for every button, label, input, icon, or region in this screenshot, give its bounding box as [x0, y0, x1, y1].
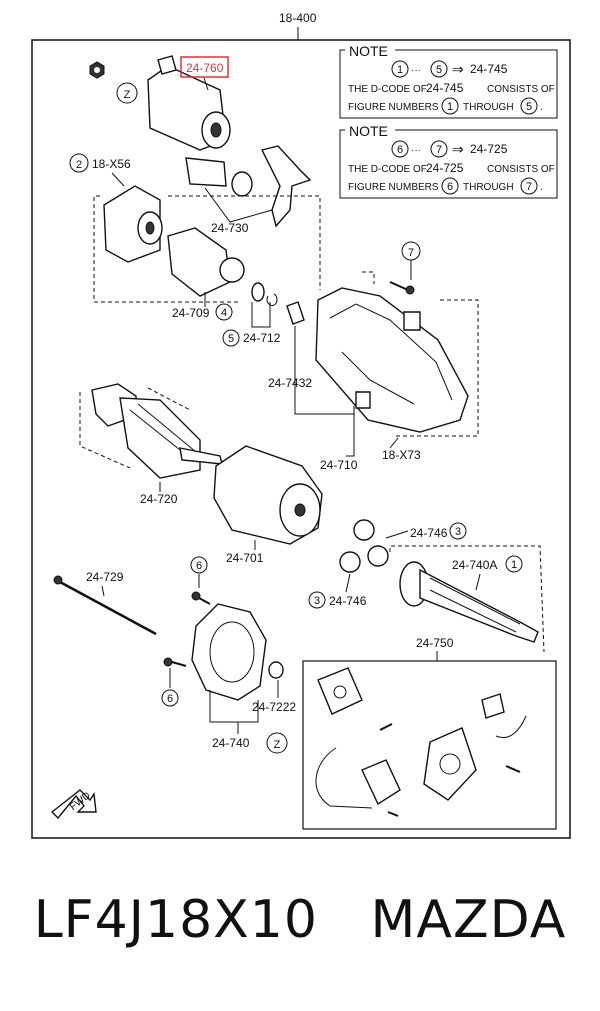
planet-gears-part: [339, 519, 389, 573]
svg-text:24-725: 24-725: [470, 142, 508, 156]
circle-4: 4: [221, 307, 227, 319]
svg-text:6: 6: [447, 181, 453, 193]
screw-7-part: [389, 281, 415, 295]
circle-5: 5: [228, 333, 234, 345]
svg-text:1: 1: [447, 101, 453, 113]
screw-6b-part: [163, 657, 187, 667]
svg-text:.: .: [540, 102, 543, 113]
diagram-frame: [31, 39, 571, 839]
rear-cover-part: [191, 603, 284, 701]
screw-6a-part: [191, 591, 211, 605]
svg-text:24-745: 24-745: [470, 62, 508, 76]
top-ref-label: 18-400: [279, 11, 317, 25]
brush-holder-box: [302, 660, 557, 830]
label-24-746-a: 24-746: [410, 526, 448, 540]
svg-text:···: ···: [411, 65, 421, 76]
note-box-1: NOTE 1 ··· 5 ⇒ 24-745 THE D-CODE OF 24-7…: [339, 43, 558, 119]
label-24-7432: 24-7432: [268, 376, 312, 390]
svg-text:NOTE: NOTE: [349, 43, 388, 59]
svg-text:7: 7: [526, 181, 532, 193]
label-24-729: 24-729: [86, 570, 124, 584]
label-24-709: 24-709: [172, 306, 210, 320]
z-marker-1-text: Z: [124, 89, 131, 101]
brand-name: MAZDA: [370, 890, 567, 950]
svg-text:THE D-CODE OF: THE D-CODE OF: [348, 84, 427, 95]
svg-text:5: 5: [526, 101, 532, 113]
label-24-750: 24-750: [416, 636, 454, 650]
circle-6-b: 6: [167, 693, 173, 705]
svg-text:CONSISTS OF: CONSISTS OF: [487, 84, 555, 95]
svg-text:NOTE: NOTE: [349, 123, 388, 139]
circle-3-b: 3: [314, 595, 320, 607]
svg-text:24-745: 24-745: [426, 81, 464, 95]
svg-text:CONSISTS OF: CONSISTS OF: [487, 164, 555, 175]
bush-part: [286, 301, 305, 325]
svg-text:THROUGH: THROUGH: [463, 102, 514, 113]
circle-3-a: 3: [455, 526, 461, 538]
label-24-712: 24-712: [243, 331, 281, 345]
svg-text:⇒: ⇒: [452, 61, 464, 77]
lever-fork-part: [185, 145, 312, 228]
z-marker-1: [116, 82, 138, 104]
svg-text:THE D-CODE OF: THE D-CODE OF: [348, 164, 427, 175]
svg-text:7: 7: [436, 144, 442, 156]
drive-pinion-part: [167, 227, 245, 297]
stop-ring-part: [251, 282, 278, 306]
svg-text:.: .: [540, 182, 543, 193]
label-18-x56: 18-X56: [92, 157, 131, 171]
circle-2: 2: [76, 159, 82, 171]
label-18-x73: 18-X73: [382, 448, 421, 462]
through-bolt-part: [53, 575, 157, 636]
part-caption: LF4J18X10 MAZDA: [0, 890, 600, 980]
svg-text:5: 5: [436, 64, 442, 76]
label-24-740: 24-740: [212, 736, 250, 750]
svg-text:FIGURE NUMBERS: FIGURE NUMBERS: [348, 182, 439, 193]
z-marker-2: [266, 732, 288, 754]
part-number: LF4J18X10: [33, 890, 318, 950]
label-24-730: 24-730: [211, 221, 249, 235]
note-box-2: NOTE 6 ··· 7 ⇒ 24-725 THE D-CODE OF 24-7…: [339, 123, 558, 199]
svg-text:⇒: ⇒: [452, 141, 464, 157]
svg-text:6: 6: [397, 144, 403, 156]
pinion-shaft-part: [399, 561, 539, 643]
label-24-710: 24-710: [320, 458, 358, 472]
yoke-part: [213, 445, 323, 545]
front-housing-part: [103, 185, 163, 263]
z-marker-2-text: Z: [274, 739, 281, 751]
brush-holder-part: [315, 667, 527, 817]
armature-part: [91, 383, 223, 479]
label-24-740a: 24-740A: [452, 558, 497, 572]
highlight-box: [180, 56, 229, 78]
svg-text:24-725: 24-725: [426, 161, 464, 175]
circle-6-a: 6: [196, 560, 202, 572]
gear-case-part: [315, 287, 469, 433]
circle-1: 1: [511, 559, 517, 571]
label-24-720: 24-720: [140, 492, 178, 506]
svg-text:1: 1: [397, 64, 403, 76]
label-24-746-b: 24-746: [329, 594, 367, 608]
circle-7: 7: [408, 247, 414, 259]
starter-exploded-diagram: 18-400 NOTE 1 ··· 5 ⇒ 24-745 THE D-CODE …: [31, 11, 571, 839]
fwd-arrow: FWD: [50, 789, 97, 820]
label-24-7222: 24-7222: [252, 700, 296, 714]
svg-text:FIGURE NUMBERS: FIGURE NUMBERS: [348, 102, 439, 113]
svg-text:···: ···: [411, 145, 421, 156]
svg-text:THROUGH: THROUGH: [463, 182, 514, 193]
highlight-part-label: 24-760: [186, 61, 224, 75]
label-24-701: 24-701: [226, 551, 264, 565]
